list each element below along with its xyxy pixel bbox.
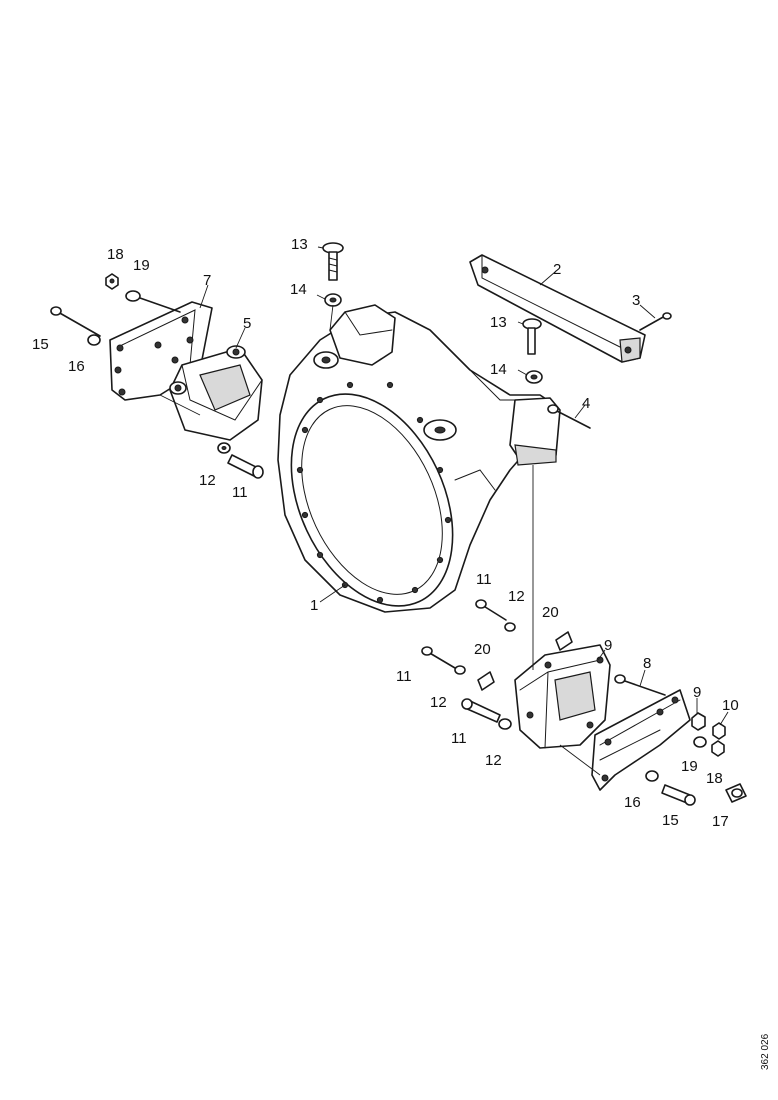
- label-part-13-b: 13: [490, 314, 507, 331]
- nut-part-17: [725, 783, 747, 803]
- label-part-11-a: 11: [232, 484, 248, 501]
- label-part-4: 4: [582, 395, 590, 412]
- bolt-part-3: [639, 312, 672, 331]
- bolt-part-15-left: [50, 306, 101, 337]
- bolt-part-11-left: [227, 454, 264, 479]
- bolt-part-15-right: [661, 784, 696, 806]
- label-part-15-b: 15: [662, 812, 679, 829]
- label-part-15-a: 15: [32, 336, 49, 353]
- label-part-12-c: 12: [430, 694, 447, 711]
- washer-part-19-left: [125, 290, 181, 313]
- label-part-7: 7: [203, 272, 211, 289]
- label-part-18-b: 18: [706, 770, 723, 787]
- label-part-14-a: 14: [290, 281, 307, 298]
- label-part-2: 2: [553, 261, 561, 278]
- label-part-9-a: 9: [604, 637, 612, 654]
- label-part-14-b: 14: [490, 361, 507, 378]
- washer-part-14-right: [525, 370, 543, 384]
- bolt-part-13-upper: [322, 242, 344, 281]
- label-part-1: 1: [310, 597, 318, 614]
- label-part-12-b: 12: [508, 588, 525, 605]
- label-part-11-d: 11: [451, 730, 467, 747]
- rubber-mount-part-5: [169, 345, 263, 441]
- label-part-19-a: 19: [133, 257, 150, 274]
- label-part-20-a: 20: [542, 604, 559, 621]
- washer-part-16-right: [645, 770, 659, 782]
- label-part-12-a: 12: [199, 472, 216, 489]
- cross-member-part-2: [469, 254, 646, 363]
- label-part-16-a: 16: [68, 358, 85, 375]
- flywheel-housing-part-1: [277, 304, 561, 613]
- label-part-16-b: 16: [624, 794, 641, 811]
- label-part-3: 3: [632, 292, 640, 309]
- label-part-12-d: 12: [485, 752, 502, 769]
- label-part-11-b: 11: [476, 571, 492, 588]
- label-part-10: 10: [722, 697, 739, 714]
- reference-code: 362 026: [760, 1033, 771, 1070]
- nut-part-18-left: [105, 273, 119, 290]
- label-part-17: 17: [712, 813, 729, 830]
- bolt-part-4: [547, 404, 591, 429]
- washer-part-16-left: [87, 334, 101, 346]
- nut-part-9-right: [691, 712, 706, 731]
- mount-bracket-part-8: [591, 674, 691, 791]
- rubber-mount-part-9: [514, 644, 611, 749]
- washer-part-14-upper: [324, 293, 342, 307]
- label-part-5: 5: [243, 315, 251, 332]
- callout-leaders: [199, 246, 729, 726]
- washer-part-19-right: [693, 736, 707, 748]
- washer-part-12-left: [217, 442, 231, 454]
- clips-part-20: [477, 631, 573, 691]
- bolts-part-11-right: [421, 599, 507, 723]
- washers-part-12-right: [454, 622, 516, 730]
- nut-part-18-right: [711, 740, 725, 757]
- label-part-19-b: 19: [681, 758, 698, 775]
- label-part-9-b: 9: [693, 684, 701, 701]
- label-part-8: 8: [643, 655, 651, 672]
- bolt-part-13-right: [522, 318, 542, 355]
- label-part-18-a: 18: [107, 246, 124, 263]
- label-part-11-c: 11: [396, 668, 412, 685]
- label-part-20-b: 20: [474, 641, 491, 658]
- callout-labels: 1 2 3 4 5 7 8 9 9 10 11 11 11 11 12 12 1…: [32, 236, 739, 830]
- nut-part-10: [712, 722, 726, 740]
- label-part-13-a: 13: [291, 236, 308, 253]
- alignment-lines: [159, 304, 601, 776]
